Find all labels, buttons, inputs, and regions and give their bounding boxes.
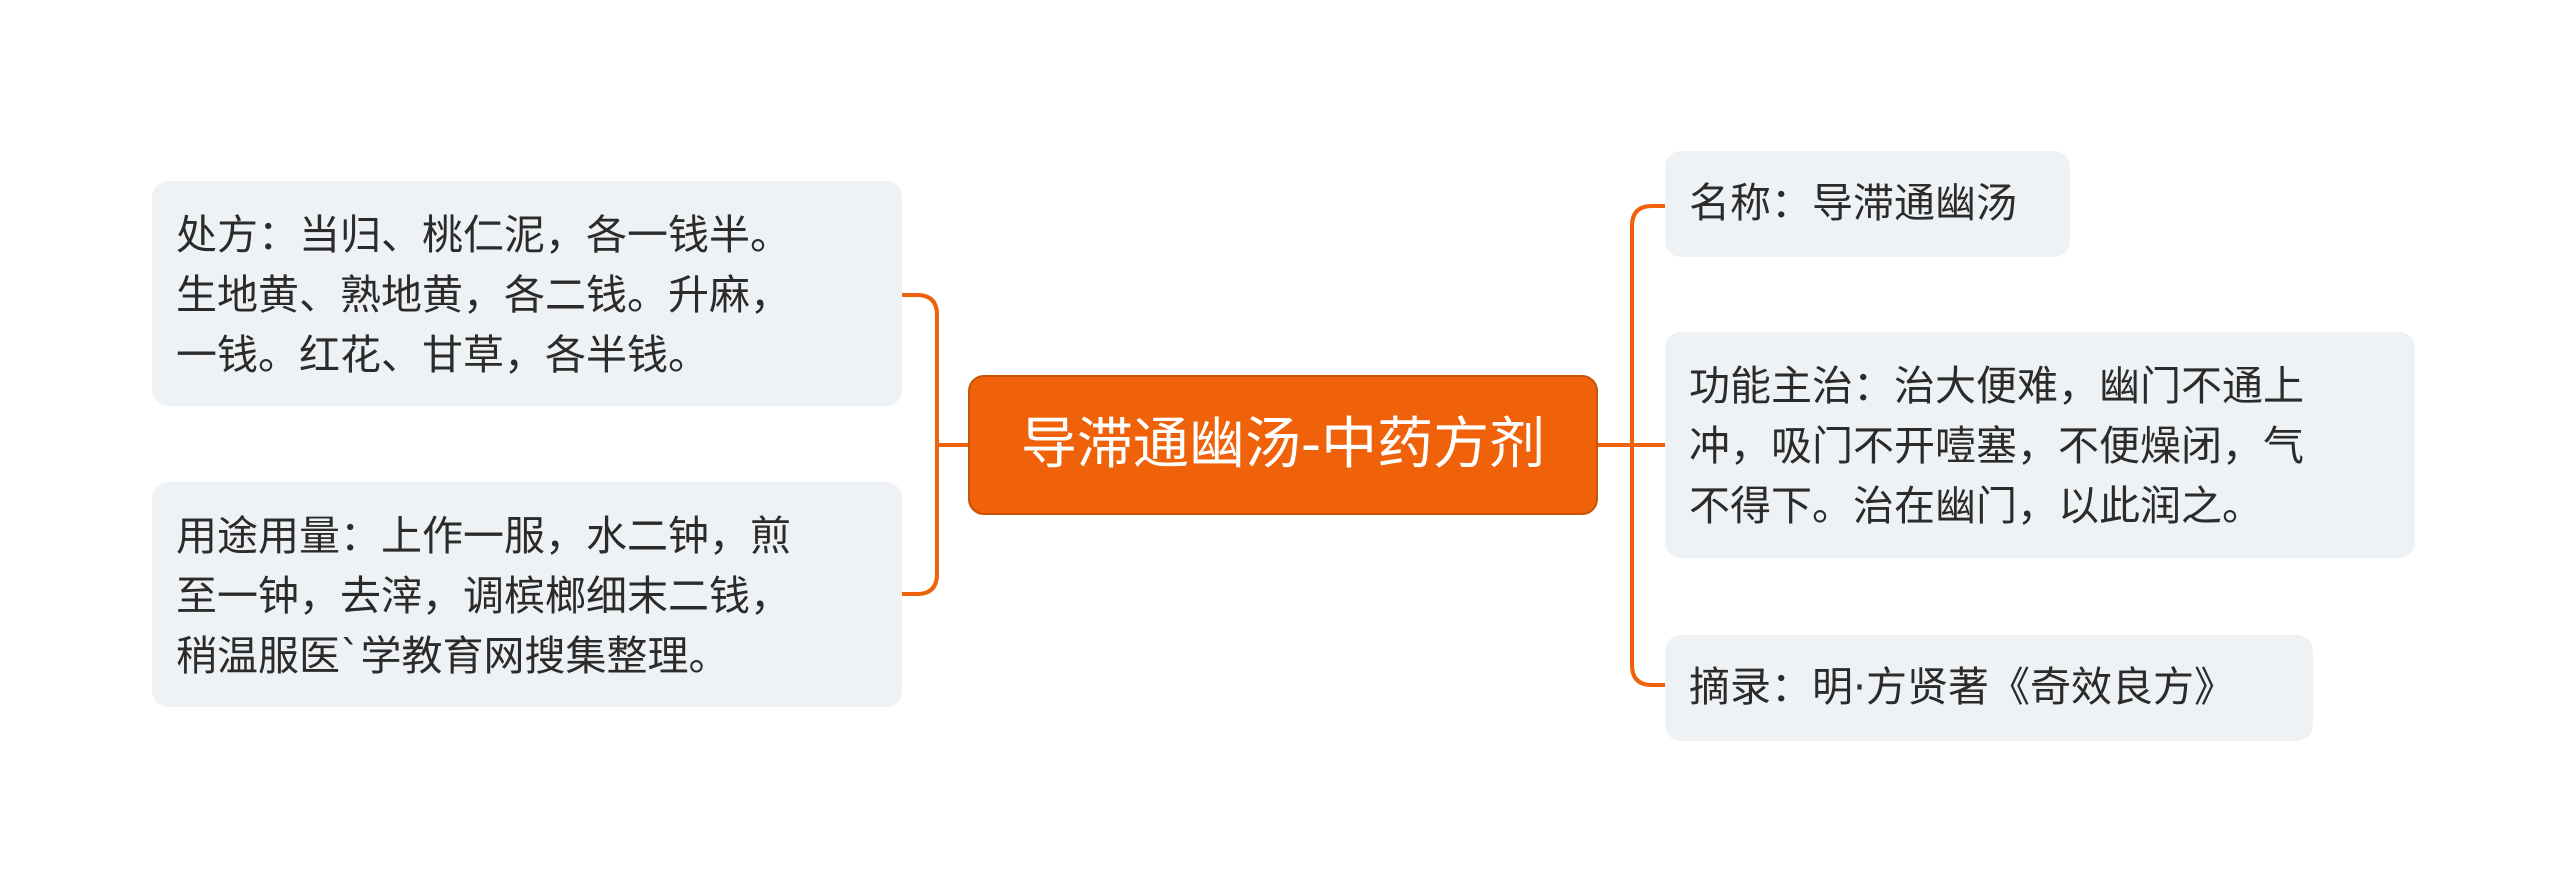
connector-right-0 xyxy=(1630,204,1667,447)
connector-left-0 xyxy=(900,293,939,447)
topic-source[interactable]: 摘录：明·方贤著《奇效良方》 xyxy=(1665,635,2313,741)
connector-left-1 xyxy=(900,443,939,596)
topic-name[interactable]: 名称：导滞通幽汤 xyxy=(1665,151,2070,257)
topic-usage-dosage[interactable]: 用途用量：上作一服，水二钟，煎 至一钟，去滓，调槟榔细末二钱， 稍温服医`学教育… xyxy=(152,482,902,707)
connector-right-2 xyxy=(1630,443,1667,687)
topic-prescription[interactable]: 处方：当归、桃仁泥，各一钱半。 生地黄、熟地黄，各二钱。升麻， 一钱。红花、甘草… xyxy=(152,181,902,406)
topic-indications[interactable]: 功能主治：治大便难，幽门不通上 冲，吸门不开噎塞，不便燥闭，气 不得下。治在幽门… xyxy=(1665,332,2415,558)
central-topic[interactable]: 导滞通幽汤-中药方剂 xyxy=(968,375,1598,515)
